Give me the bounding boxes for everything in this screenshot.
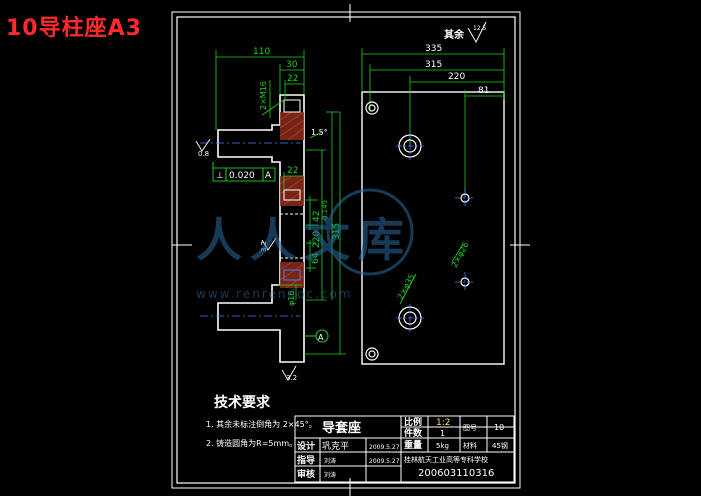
svg-text:0.020: 0.020: [229, 171, 255, 181]
left-dim-text: 110 30 22 22 2×M16 1.5° 42 220 0.145 315…: [253, 47, 342, 306]
svg-text:200603110316: 200603110316: [418, 468, 494, 479]
svg-text:2×φ35: 2×φ35: [396, 273, 417, 301]
svg-text:材料: 材料: [463, 441, 477, 450]
svg-text:110: 110: [253, 47, 270, 57]
drawing-title: 10导柱座A3: [6, 16, 142, 41]
watermark: 人人文库 www.renrendoc.com: [196, 188, 414, 301]
svg-text:其余: 其余: [444, 28, 465, 41]
svg-text:A: A: [318, 333, 324, 342]
svg-text:30: 30: [286, 60, 298, 70]
svg-text:45钢: 45钢: [492, 441, 508, 450]
svg-text:2×φ26: 2×φ26: [450, 241, 471, 269]
roughness-note: 其余 12.5: [444, 21, 487, 44]
svg-text:桂林航天工业高等专科学校: 桂林航天工业高等专科学校: [404, 455, 488, 464]
svg-text:2009.5.27: 2009.5.27: [369, 458, 400, 465]
svg-text:刘涛: 刘涛: [324, 471, 336, 479]
svg-text:导套座: 导套座: [322, 420, 361, 436]
svg-text:10: 10: [494, 423, 504, 432]
svg-text:12.5: 12.5: [473, 25, 487, 32]
roughness-marks: [195, 138, 297, 381]
drawing-frame: [171, 4, 530, 496]
svg-text:315: 315: [332, 223, 342, 240]
svg-text:2×M16: 2×M16: [259, 81, 268, 110]
svg-text:人人文库: 人人文库: [196, 213, 412, 267]
plate-view: 335 315 220 81 2×φ35 2×φ26: [361, 44, 505, 365]
svg-text:φ16: φ16: [287, 291, 296, 306]
svg-text:22: 22: [287, 166, 298, 176]
svg-text:技术要求: 技术要求: [214, 394, 271, 411]
svg-text:42: 42: [312, 211, 322, 222]
svg-text:刘涛: 刘涛: [324, 457, 336, 465]
svg-text:1.5°: 1.5°: [311, 128, 328, 137]
svg-text:⊥: ⊥: [216, 171, 224, 181]
title-block: 导套座 比例 1:2 图号 10 件数 1 重量 5kg 材料 45钢 设计 巩…: [294, 415, 515, 483]
svg-text:0.8: 0.8: [198, 150, 209, 158]
svg-text:64: 64: [311, 252, 321, 264]
svg-text:件数: 件数: [404, 427, 423, 439]
svg-text:重量: 重量: [404, 439, 422, 451]
svg-text:0.145: 0.145: [321, 200, 329, 220]
svg-text:81: 81: [478, 86, 489, 96]
svg-text:审核: 审核: [297, 468, 315, 480]
svg-text:1: 1: [440, 429, 445, 438]
svg-text:22: 22: [287, 74, 298, 84]
svg-text:2009.5.27: 2009.5.27: [369, 444, 400, 451]
tech-requirements: 技术要求 1. 其余未标注倒角为 2×45°。 2. 铸造圆角为R=5mm。: [206, 394, 317, 448]
svg-text:图号: 图号: [463, 424, 477, 432]
svg-text:比例: 比例: [404, 416, 422, 428]
svg-text:335: 335: [425, 44, 442, 54]
svg-text:设计: 设计: [297, 440, 315, 452]
datum-a: A: [304, 329, 329, 343]
svg-text:3.2: 3.2: [260, 241, 268, 252]
svg-text:A: A: [265, 171, 272, 181]
svg-text:巩克平: 巩克平: [322, 441, 349, 452]
svg-text:5kg: 5kg: [436, 442, 449, 450]
svg-text:3.2: 3.2: [286, 374, 297, 382]
svg-text:指导: 指导: [297, 454, 315, 466]
svg-text:www.renrendoc.com: www.renrendoc.com: [196, 287, 352, 301]
svg-text:220: 220: [312, 231, 322, 248]
svg-text:2. 铸造圆角为R=5mm。: 2. 铸造圆角为R=5mm。: [206, 438, 297, 448]
svg-text:220: 220: [448, 72, 465, 82]
left-dimensions: [215, 50, 346, 355]
svg-text:1. 其余未标注倒角为 2×45°。: 1. 其余未标注倒角为 2×45°。: [206, 419, 317, 429]
svg-text:315: 315: [425, 60, 442, 70]
tolerance-frame: ⊥ 0.020 A: [212, 162, 276, 182]
svg-text:1:2: 1:2: [436, 418, 450, 428]
